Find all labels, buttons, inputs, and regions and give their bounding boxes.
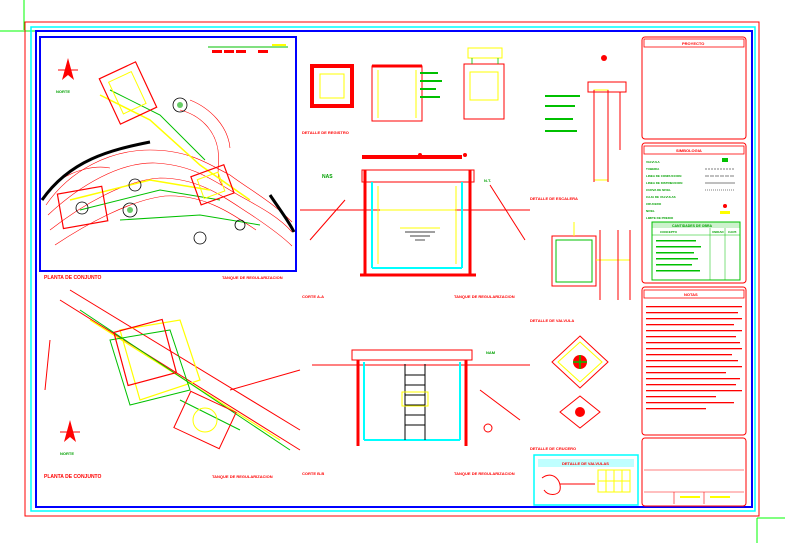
contour-lines [45, 99, 293, 247]
legend-header: SIMBOLOGIA [676, 148, 702, 153]
section-bb-subtitle: TANQUE DE REGULARIZACION [454, 471, 515, 476]
north-label-bottom: NORTE [60, 451, 74, 456]
section-aa-title: CORTE A-A [302, 294, 324, 299]
legend-item: NIVEL [646, 209, 655, 213]
site-plan-bottom: NORTE [44, 289, 301, 456]
trees [75, 97, 246, 245]
north-label-top: NORTE [56, 89, 70, 94]
outer-frame [24, 21, 760, 517]
section-bb-title: CORTE B-B [302, 471, 324, 476]
table-col-concept: CONCEPTO [660, 230, 678, 234]
legend-item: CAJA DE VALVULAS [646, 195, 676, 199]
detail-cross-title: DETALLE DE CRUCERO [530, 446, 576, 451]
legend-item: TUBERIA [646, 167, 660, 171]
scale-bar [208, 44, 288, 53]
level-nt-label: N.T. [484, 178, 491, 183]
legend-item: VALVULA [646, 160, 661, 164]
table-header: CANTIDADES DE OBRA [672, 224, 713, 228]
level-nas-label: NAS [322, 174, 333, 180]
plan-bottom-title: PLANTA DE CONJUNTO [44, 474, 102, 480]
quantities-table: CANTIDADES DE OBRA CONCEPTO UNIDAD CANT. [651, 221, 741, 281]
section-aa-subtitle: TANQUE DE REGULARIZACION [454, 294, 515, 299]
pipe-lines [69, 94, 251, 201]
notes-text [646, 306, 742, 410]
valve-detail-box: DETALLE DE VALVULAS [533, 454, 639, 506]
site-plan-top: NORTE [39, 36, 297, 272]
detail-box-title: DETALLE DE REGISTRO [302, 130, 349, 135]
level-nam-label: NAM [486, 350, 496, 355]
plan-top-title: PLANTA DE CONJUNTO [44, 275, 102, 281]
cyan-frame [30, 26, 756, 512]
detail-box-group [310, 47, 505, 122]
plan-bottom-subtitle: TANQUE DE REGULARIZACION [212, 474, 273, 479]
detail-valve-title: DETALLE DE VALVULA [530, 318, 574, 323]
table-col-unit: UNIDAD [712, 230, 724, 234]
ladder [404, 364, 426, 440]
table-col-qty: CANT. [728, 230, 737, 234]
notes-header: NOTAS [684, 292, 698, 297]
section-bb: NAM [312, 349, 530, 446]
north-arrow-top: NORTE [56, 58, 78, 94]
legend-list: VALVULA TUBERIA LINEA DE CONDUCCION LINE… [646, 160, 682, 220]
plan-top-subtitle: TANQUE DE REGULARIZACION [222, 275, 283, 280]
road [40, 140, 151, 201]
legend-item: LINEA DE DISTRIBUCION [646, 181, 682, 185]
legend-item: CURVA DE NIVEL [646, 188, 671, 192]
detail-cross [551, 335, 609, 429]
detail-column [545, 55, 627, 182]
valve-detail-header: DETALLE DE VALVULAS [562, 461, 609, 466]
inner-frame [35, 30, 753, 508]
detail-valve [551, 222, 631, 300]
tank-structures [56, 61, 235, 230]
legend-item: LINEA DE CONDUCCION [646, 174, 681, 178]
legend-item: CRUCERO [646, 202, 662, 206]
project-header: PROYECTO [682, 41, 704, 46]
right-panel: PROYECTO SIMBOLOGIA VALVULA TUBERIA LINE… [641, 36, 747, 507]
north-arrow-bottom: NORTE [60, 420, 80, 456]
legend-item: LIMITE DE PREDIO [646, 216, 674, 220]
detail-column-title: DETALLE DE ESCALERA [530, 196, 578, 201]
section-aa: NAS N.T. [300, 153, 530, 277]
